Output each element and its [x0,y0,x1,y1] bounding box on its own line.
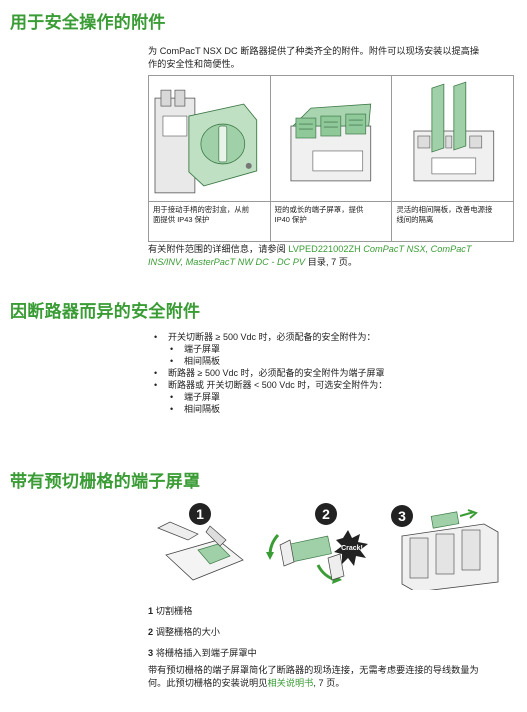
step-2-text: 2 调整栅格的大小 [148,627,220,637]
step-1-text: 1 切割栅格 [148,606,193,616]
crack-label: Crack! [341,545,363,552]
list-item: 端子屏罩 [168,343,387,355]
accessory-figure-table: 用于接动手柄的密封盒，从前 面提供 IP43 保护 短的或长的端子屏罩，提供 I… [148,75,514,242]
figure-phase-barriers: 灵活的相间隔板，改善电源接 线间的隔离 [392,76,514,241]
closing-paragraph: 带有预切栅格的端子屏罩简化了断路器的现场连接，无需考虑要连接的导线数量为 何。此… [148,665,479,688]
step-3-illustration: 3 [391,505,499,590]
step-1-illustration: 1 [157,503,244,581]
section-title-breaker-specific: 因断路器而异的安全附件 [10,302,201,322]
phase-barrier-illustration [392,81,514,202]
reference-paragraph: 有关附件范围的详细信息，请参阅 LVPED221002ZH ComPacT NS… [148,244,472,267]
step-2-illustration: 2 Crack! [266,503,368,584]
terminal-shield-illustration [270,103,392,202]
step-badge-1: 1 [196,506,204,522]
list-item: 开关切断器 ≥ 500 Vdc 时，必须配备的安全附件为： [154,331,387,343]
step-badge-2: 2 [322,506,330,522]
step-badge-3: 3 [398,508,406,524]
instruction-sheet-link[interactable]: 相关说明书 [267,678,314,688]
intro-paragraph: 为 ComPacT NSX DC 断路器提供了种类齐全的附件。附件可以现场安装以… [148,46,480,69]
list-item: 相间隔板 [168,355,387,367]
list-item: 端子屏罩 [168,391,387,403]
section-title-safety-accessories: 用于安全操作的附件 [10,13,166,33]
figure-sealed-handle: 用于接动手柄的密封盒，从前 面提供 IP43 保护 [149,76,271,241]
step-3-text: 3 将栅格插入到端子屏罩中 [148,648,257,658]
list-item: 断路器 ≥ 500 Vdc 时，必须配备的安全附件为端子屏罩 [154,367,387,379]
list-item: 断路器或 开关切断器 < 500 Vdc 时，可选安全附件为： [154,379,387,391]
catalog-code-link[interactable]: LVPED221002ZH [288,244,364,254]
sealed-handle-illustration [149,89,270,202]
safety-accessory-list: 开关切断器 ≥ 500 Vdc 时，必须配备的安全附件为： 端子屏罩 相间隔板 … [154,331,387,415]
section-title-pre-cut-shield: 带有预切栅格的端子屏罩 [10,472,201,492]
list-item: 相间隔板 [168,403,387,415]
figure-terminal-shields: 短的或长的端子屏罩，提供 IP40 保护 [270,76,393,241]
